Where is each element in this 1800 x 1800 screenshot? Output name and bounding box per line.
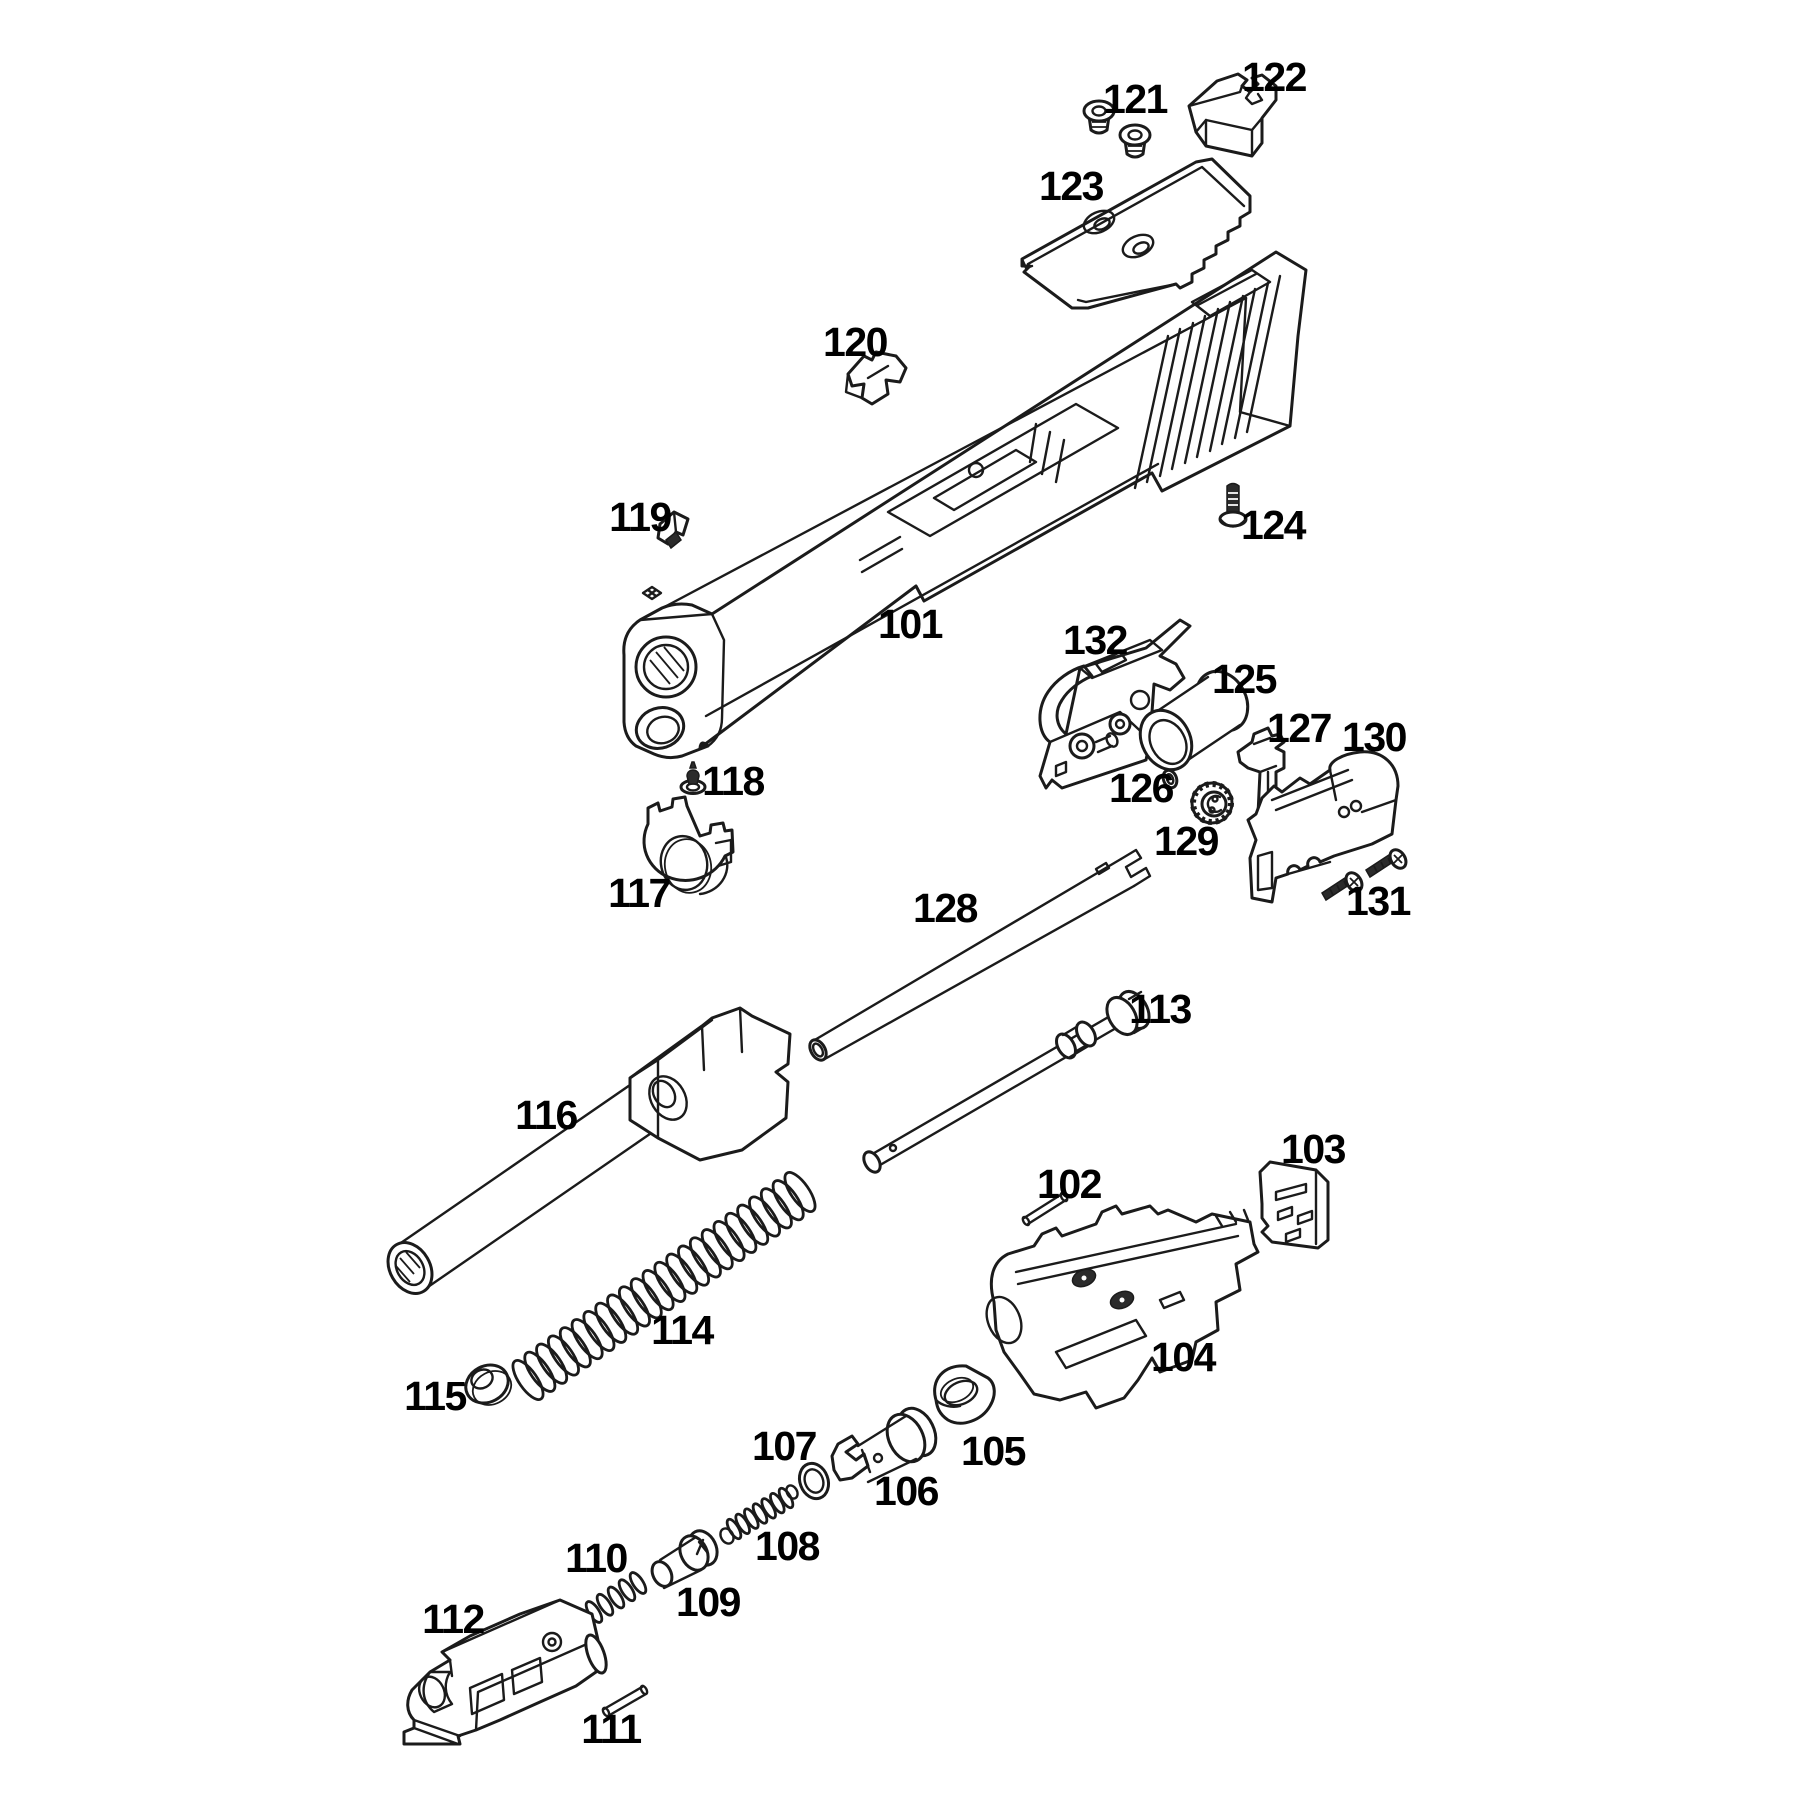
part-129-label: 129 bbox=[1154, 818, 1219, 864]
part-104-label: 104 bbox=[1151, 1334, 1217, 1380]
part-130-hopup-housing bbox=[1246, 750, 1400, 904]
part-107-o-ring bbox=[797, 1461, 831, 1501]
part-123-label: 123 bbox=[1039, 163, 1104, 209]
part-124-slide-screw bbox=[1218, 482, 1248, 528]
part-120-extractor bbox=[844, 350, 908, 406]
part-113-recoil-guide-rod bbox=[862, 990, 1151, 1174]
part-109-label: 109 bbox=[676, 1579, 741, 1625]
part-103-cover bbox=[1258, 1160, 1330, 1250]
part-131-label: 131 bbox=[1346, 878, 1411, 924]
part-126-o-ring bbox=[1161, 768, 1179, 790]
part-124-label: 124 bbox=[1241, 502, 1307, 548]
part-127-label: 127 bbox=[1267, 705, 1331, 751]
part-105-label: 105 bbox=[961, 1428, 1026, 1474]
part-119-label: 119 bbox=[609, 494, 671, 540]
part-labels: 101 102 103 104 105 106 107 108 109 110 111 112 113 1… bbox=[404, 54, 1412, 1752]
part-126-label: 126 bbox=[1109, 765, 1174, 811]
part-123-cover-plate bbox=[1020, 157, 1252, 310]
part-129-hopup-wheel bbox=[1190, 781, 1234, 825]
part-128-label: 128 bbox=[913, 885, 978, 931]
part-102-pin bbox=[1021, 1191, 1069, 1227]
part-116-label: 116 bbox=[515, 1092, 577, 1138]
part-115-spring-cup bbox=[464, 1363, 513, 1406]
part-105-nozzle-guide bbox=[933, 1364, 996, 1425]
part-121-sight-screws bbox=[1082, 99, 1152, 159]
part-109-valve bbox=[650, 1529, 719, 1590]
part-115-label: 115 bbox=[404, 1373, 466, 1419]
part-117-barrel-bushing bbox=[642, 795, 735, 896]
part-108-label: 108 bbox=[755, 1523, 820, 1569]
part-122-rear-sight bbox=[1187, 72, 1278, 158]
part-110-valve-spring bbox=[584, 1571, 648, 1624]
part-128-inner-barrel bbox=[808, 848, 1152, 1062]
part-118-label: 118 bbox=[702, 758, 764, 804]
part-112-label: 112 bbox=[422, 1596, 484, 1642]
part-110-label: 110 bbox=[565, 1535, 627, 1581]
part-101-slide bbox=[622, 250, 1308, 760]
part-119-slide-key bbox=[656, 510, 690, 550]
part-125-label: 125 bbox=[1212, 656, 1277, 702]
part-114-recoil-spring bbox=[511, 1171, 817, 1401]
part-112-loading-nozzle bbox=[402, 1598, 608, 1746]
part-121-label: 121 bbox=[1103, 76, 1168, 122]
part-103-label: 103 bbox=[1281, 1126, 1346, 1172]
part-106-label: 106 bbox=[874, 1468, 939, 1514]
part-104-blowback-housing bbox=[985, 1204, 1260, 1410]
part-102-label: 102 bbox=[1037, 1161, 1102, 1207]
part-113-label: 113 bbox=[1129, 986, 1191, 1032]
part-120-label: 120 bbox=[823, 319, 888, 365]
part-106-piston bbox=[830, 1406, 938, 1484]
part-101-label: 101 bbox=[878, 601, 943, 647]
part-117-label: 117 bbox=[608, 870, 670, 916]
part-132-label: 132 bbox=[1063, 617, 1128, 663]
part-108-return-spring bbox=[719, 1484, 799, 1545]
part-125-cylinder bbox=[1138, 669, 1250, 772]
part-131-housing-screws bbox=[1320, 848, 1408, 902]
part-111-pin bbox=[601, 1684, 649, 1718]
part-132-valve-housing bbox=[1038, 618, 1192, 790]
part-122-label: 122 bbox=[1242, 54, 1307, 100]
part-130-label: 130 bbox=[1342, 714, 1407, 760]
part-116-outer-barrel bbox=[386, 1006, 792, 1295]
part-118-pin bbox=[679, 761, 707, 795]
part-107-label: 107 bbox=[752, 1423, 816, 1469]
part-114-label: 114 bbox=[651, 1307, 714, 1353]
part-111-label: 111 bbox=[581, 1706, 641, 1752]
